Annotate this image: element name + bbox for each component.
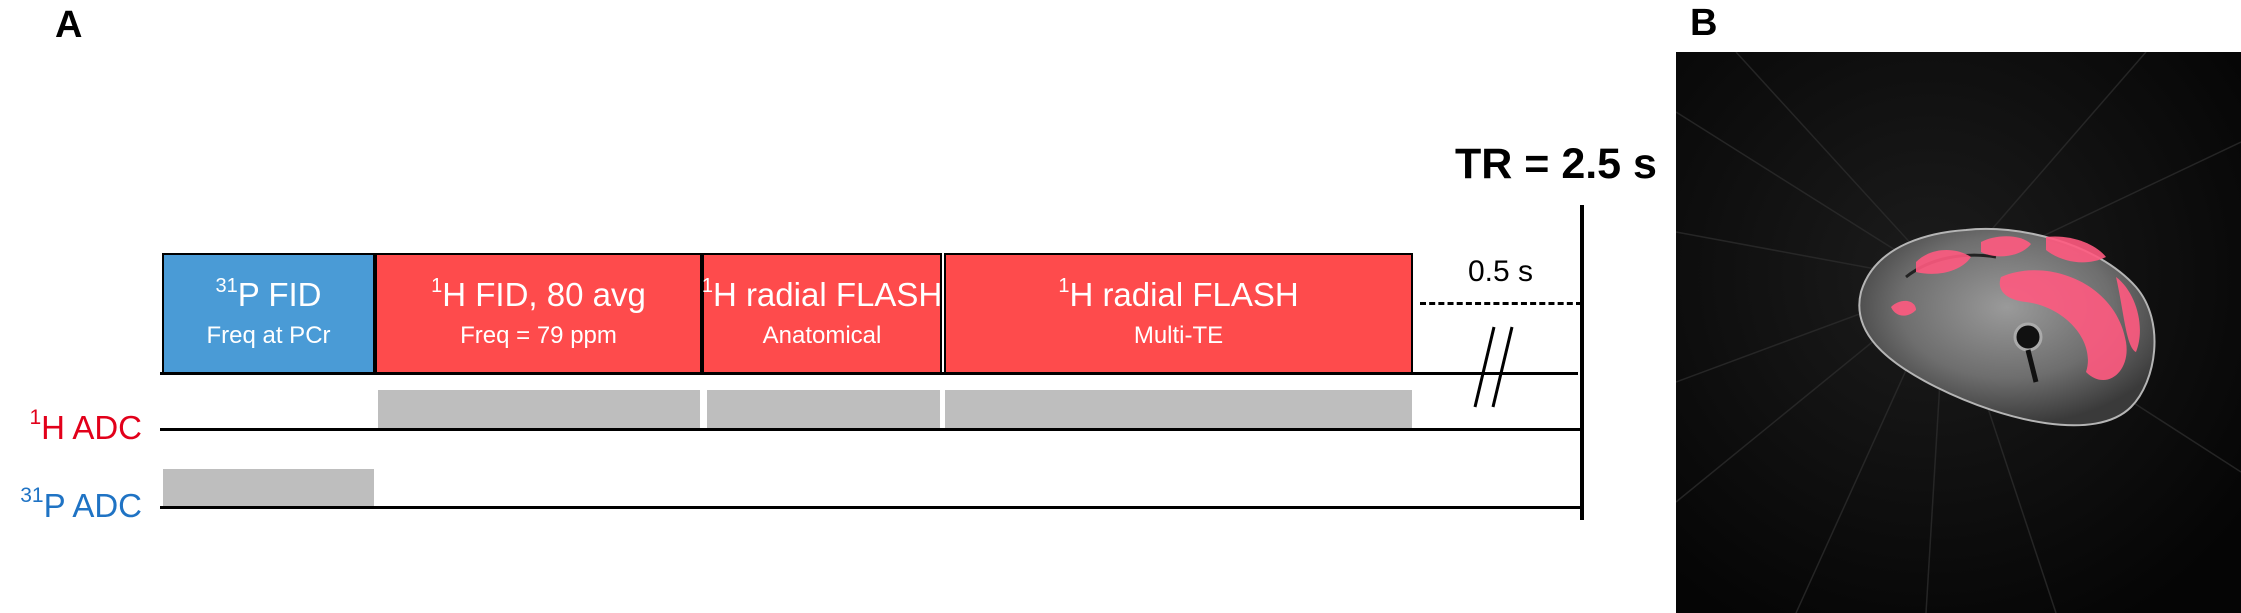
h1-adc-line xyxy=(160,428,1582,431)
rf-baseline xyxy=(160,372,1578,375)
panel-b-letter: B xyxy=(1690,2,1718,44)
h1-flash-anatomical-title: 1H radial FLASH xyxy=(701,275,943,314)
p31-fid-title: 31P FID xyxy=(215,275,322,314)
h1-fid-title: 1H FID, 80 avg xyxy=(431,275,646,314)
h1-adc-label: 1H ADC xyxy=(29,406,142,446)
tr-label: TR = 2.5 s xyxy=(1455,140,1657,188)
h1-flash-multite-block: 1H radial FLASH Multi-TE xyxy=(944,253,1413,375)
p31-fid-block: 31P FID Freq at PCr xyxy=(162,253,375,375)
delay-dashed-line xyxy=(1420,302,1582,305)
p31-fid-subtitle: Freq at PCr xyxy=(206,321,331,349)
h1-flash-multite-title: 1H radial FLASH xyxy=(1058,275,1299,314)
p31-adc-label: 31P ADC xyxy=(20,484,142,524)
p31-adc-window xyxy=(163,469,374,506)
h1-adc-window-multite xyxy=(945,390,1412,428)
h1-flash-anatomical-subtitle: Anatomical xyxy=(762,321,882,349)
time-break-icon xyxy=(1473,326,1514,408)
h1-adc-window-anatomical xyxy=(707,390,940,428)
h1-fid-subtitle: Freq = 79 ppm xyxy=(460,321,617,349)
h1-flash-multite-subtitle: Multi-TE xyxy=(1133,321,1224,349)
h1-fid-block: 1H FID, 80 avg Freq = 79 ppm xyxy=(375,253,702,375)
delay-label: 0.5 s xyxy=(1468,255,1534,288)
panel-a-letter: A xyxy=(55,4,83,46)
mri-image xyxy=(1676,52,2241,613)
p31-adc-line xyxy=(160,506,1582,509)
h1-flash-anatomical-block: 1H radial FLASH Anatomical xyxy=(702,253,942,375)
h1-adc-window-fid xyxy=(378,390,700,428)
tr-end-bar xyxy=(1580,205,1584,520)
